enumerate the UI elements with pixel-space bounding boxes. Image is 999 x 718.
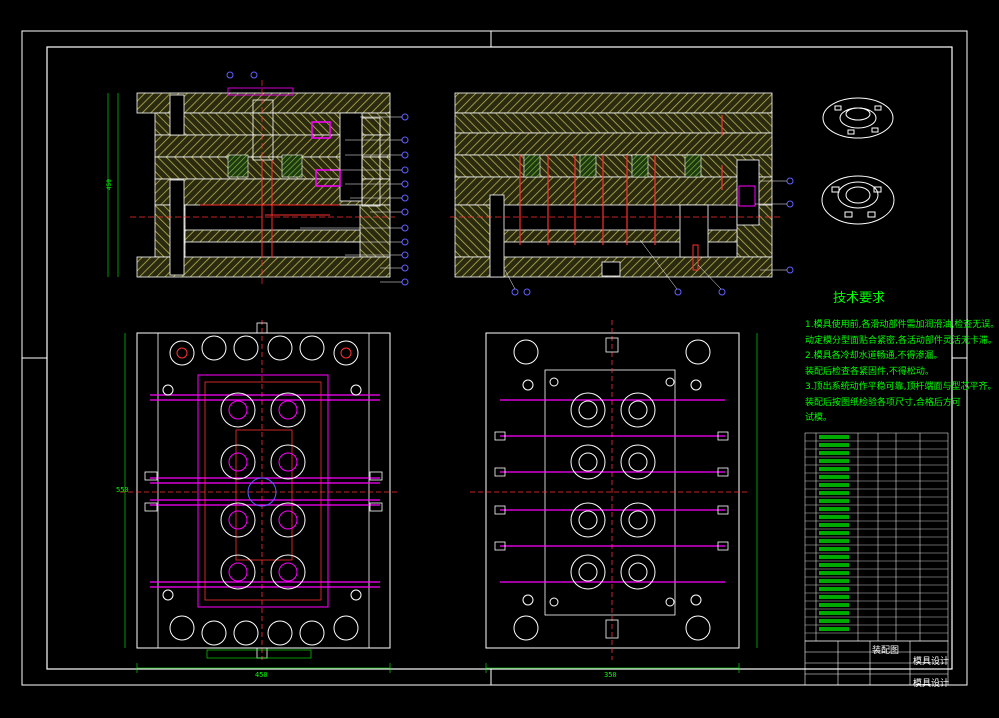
tech-line: 1.模具使用前,各滑动部件需加润滑油,检查无误。 — [805, 320, 999, 330]
bom-cell-fill — [819, 491, 849, 495]
bom-cell-fill — [819, 435, 849, 439]
bom-rows — [805, 435, 948, 634]
bom-cell-fill — [819, 531, 849, 535]
bom-cell-fill — [819, 515, 849, 519]
plan-right-width-dim: 350 — [604, 671, 617, 679]
designer-name: 模具设计 — [913, 679, 950, 689]
section-view-left: 450 — [106, 71, 409, 286]
bom-cell-fill — [819, 595, 849, 599]
company-name: 模具设计 — [913, 657, 950, 667]
tech-line: 试模。 — [805, 413, 833, 423]
cavity-circles-left — [220, 392, 306, 590]
drawing-frame — [21, 30, 968, 686]
bom-cell-fill — [819, 499, 849, 503]
tech-line: 3.顶出系统动作平稳可靠,顶杆端面与型芯平齐。 — [805, 382, 997, 392]
bom-cell-fill — [819, 467, 849, 471]
bom-cell-fill — [819, 619, 849, 623]
bom-cell-fill — [819, 483, 849, 487]
tech-requirements-title: 技术要求 — [833, 291, 886, 306]
bom-cell-fill — [819, 571, 849, 575]
drawing-name: 装配图 — [872, 646, 900, 656]
bom-cell-fill — [819, 563, 849, 567]
cavity-circles-right — [570, 392, 656, 590]
bom-cell-fill — [819, 627, 849, 631]
plan-view-right — [470, 320, 758, 673]
bom-cell-fill — [819, 451, 849, 455]
tech-line: 动定模分型面贴合紧密,各活动部件灵活无卡滞。 — [805, 335, 997, 346]
bom-cell-fill — [819, 555, 849, 559]
section-view-right — [450, 92, 794, 296]
tech-line: 装配后按图纸检验各项尺寸,合格后方可 — [805, 397, 961, 408]
bom-cell-fill — [819, 459, 849, 463]
plan-view-left — [120, 320, 400, 673]
title-block — [804, 640, 949, 686]
plan-height-dim: 550 — [116, 486, 129, 494]
section-height-dim: 450 — [106, 179, 113, 190]
tech-line: 2.模具各冷却水道畅通,不得渗漏。 — [805, 351, 943, 361]
bom-cell-fill — [819, 507, 849, 511]
part-isometric-views — [821, 97, 895, 225]
bom-cell-fill — [819, 539, 849, 543]
bom-cell-fill — [819, 587, 849, 591]
bom-cell-fill — [819, 475, 849, 479]
tech-requirements-list: 1.模具使用前,各滑动部件需加润滑油,检查无误。 动定模分型面贴合紧密,各活动部… — [805, 318, 999, 427]
bom-cell-fill — [819, 579, 849, 583]
bom-cell-fill — [819, 603, 849, 607]
bom-cell-fill — [819, 611, 849, 615]
plan-left-width-dim: 450 — [255, 671, 268, 679]
bom-cell-fill — [819, 523, 849, 527]
bom-cell-fill — [819, 443, 849, 447]
tech-line: 装配后检查各紧固件,不得松动。 — [805, 366, 934, 377]
bom-cell-fill — [819, 547, 849, 551]
